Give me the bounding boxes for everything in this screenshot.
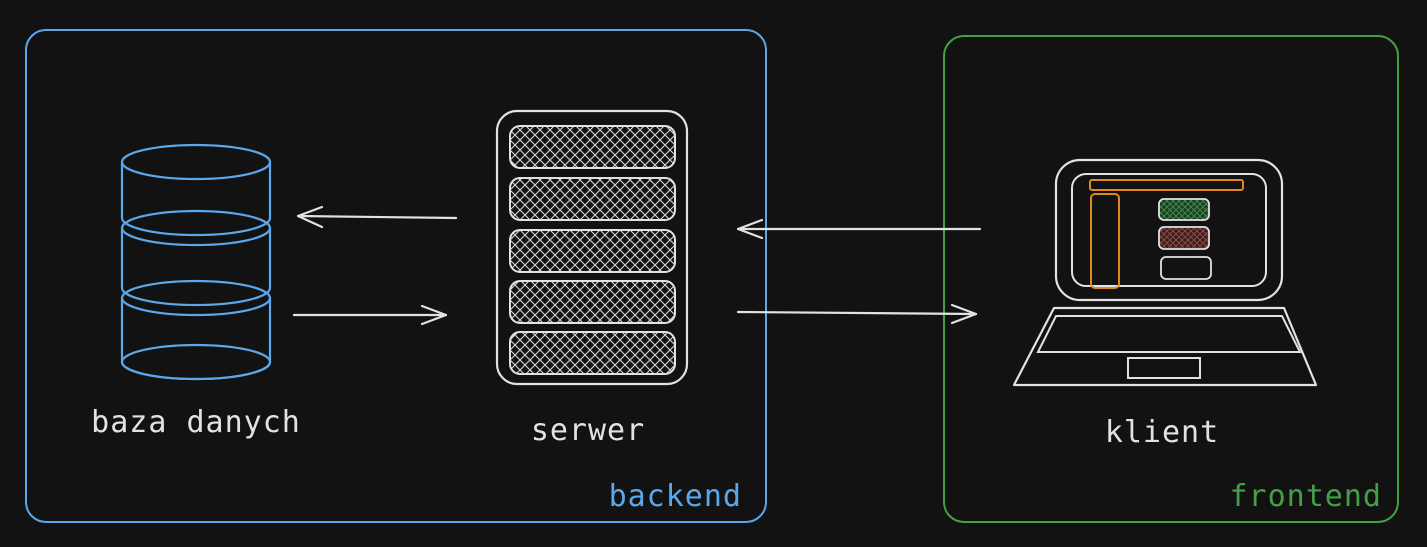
arrow-server-to-client <box>736 303 978 325</box>
laptop-base <box>1012 306 1318 387</box>
ui-card-red <box>1158 226 1210 250</box>
server-slot <box>509 229 676 273</box>
server-label: serwer <box>531 413 645 448</box>
laptop-screen-inner <box>1071 173 1267 287</box>
database-node: baza danych <box>91 143 301 440</box>
frontend-label: frontend <box>1230 479 1383 514</box>
server-slot <box>509 280 676 324</box>
database-label: baza danych <box>91 405 301 440</box>
connections <box>292 205 982 326</box>
server-slot <box>509 125 676 169</box>
arrow-client-to-server <box>736 218 982 240</box>
ui-card-green <box>1158 198 1210 221</box>
client-label: klient <box>1105 415 1219 450</box>
database-icon <box>120 143 272 381</box>
arrow-database-to-server <box>292 304 448 326</box>
laptop-keyboard <box>1036 315 1302 353</box>
server-slot <box>509 177 676 221</box>
laptop-screen-outer <box>1054 158 1284 302</box>
server-slot <box>509 331 676 375</box>
frontend-frame <box>943 35 1399 523</box>
ui-top-bar <box>1089 179 1244 191</box>
frontend-group: frontend <box>943 35 1399 523</box>
arrow-server-to-database <box>296 205 458 229</box>
server-node: serwer <box>495 109 689 448</box>
server-icon <box>495 109 689 386</box>
ui-card-empty <box>1160 256 1212 280</box>
backend-label: backend <box>609 479 742 514</box>
ui-side-panel <box>1090 193 1120 289</box>
laptop-touchpad <box>1127 357 1201 379</box>
backend-frame <box>25 29 767 523</box>
client-node: klient <box>1012 158 1318 450</box>
backend-group: backend <box>25 29 767 523</box>
laptop-icon <box>1012 158 1318 387</box>
server-chassis <box>495 109 689 386</box>
